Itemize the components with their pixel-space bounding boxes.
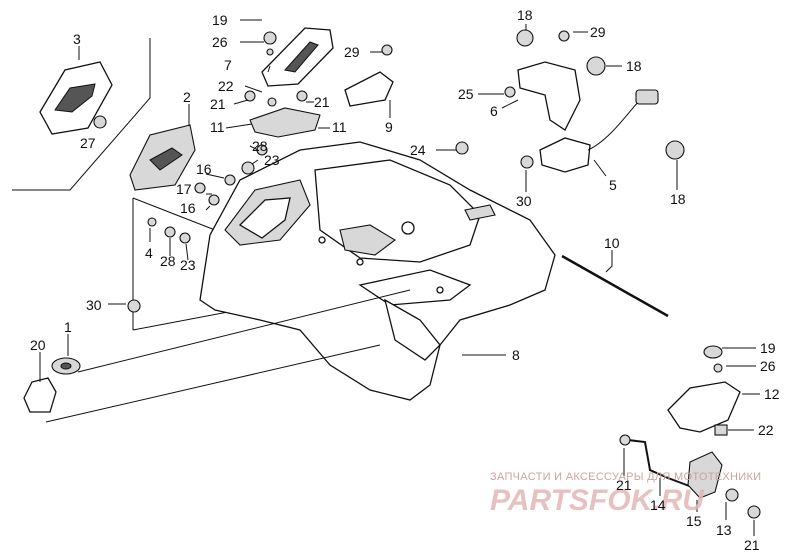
callout-16a: 16	[196, 161, 212, 177]
callout-10: 10	[604, 235, 620, 251]
callout-3: 3	[73, 31, 81, 47]
pads-part-11	[249, 107, 321, 138]
watermark-site: PARTSFOK.RU	[490, 484, 705, 517]
callout-13: 13	[716, 522, 732, 538]
damper-part-1	[51, 357, 81, 375]
callout-7: 7	[224, 57, 232, 73]
callout-30b: 30	[516, 193, 532, 209]
callout-21b: 21	[314, 94, 330, 110]
callout-23b: 23	[180, 257, 196, 273]
leader-lines	[39, 19, 760, 536]
callout-30a: 30	[86, 297, 102, 313]
callout-19a: 19	[212, 12, 228, 28]
callout-25: 25	[458, 86, 474, 102]
callout-23a: 23	[264, 152, 280, 168]
callout-11b: 11	[332, 119, 347, 135]
lever-part-14	[627, 439, 701, 491]
callout-9: 9	[385, 119, 393, 135]
callout-29a: 29	[344, 44, 360, 60]
callout-29b: 29	[590, 24, 606, 40]
callout-4: 4	[145, 245, 153, 261]
callout-28a: 28	[252, 138, 268, 154]
callout-28b: 28	[160, 253, 176, 269]
bolts	[127, 30, 570, 313]
grommet-part-15	[687, 451, 723, 499]
nut-part-27	[93, 115, 107, 129]
callout-20: 20	[30, 337, 46, 353]
cover-part-12	[667, 381, 741, 433]
callout-17: 17	[176, 181, 192, 197]
callout-22b: 22	[758, 422, 774, 438]
callout-16b: 16	[180, 200, 196, 216]
callout-21a: 21	[210, 96, 226, 112]
callout-2: 2	[183, 89, 191, 105]
sensor-part-5	[539, 89, 659, 173]
callout-27: 27	[80, 135, 96, 151]
callout-8: 8	[512, 347, 520, 363]
shift-cover-part-3	[39, 61, 113, 135]
watermark: ЗАПЧАСТИ И АКСЕССУАРЫ ДЛЯ МОТОТЕХНИКИ PA…	[490, 471, 761, 517]
callout-labels: 3 27 2 19 26 7 22 21 21 11 11 28 23 16 1…	[30, 7, 780, 553]
callout-21d: 21	[744, 537, 760, 553]
panel-part-2	[129, 124, 196, 191]
callout-14: 14	[650, 497, 666, 513]
callout-18b: 18	[626, 58, 642, 74]
callout-24: 24	[410, 142, 426, 158]
callout-15: 15	[686, 513, 702, 529]
callout-1: 1	[64, 319, 72, 335]
callout-6: 6	[490, 103, 498, 119]
nut-part-22	[714, 424, 728, 436]
watermark-tagline: ЗАПЧАСТИ И АКСЕССУАРЫ ДЛЯ МОТОТЕХНИКИ	[490, 471, 761, 483]
callout-19b: 19	[760, 340, 776, 356]
cover-part-9	[344, 71, 394, 107]
callout-18c: 18	[670, 191, 686, 207]
callout-5: 5	[609, 177, 617, 193]
mount-part-20	[23, 377, 57, 413]
bracket-part-6	[517, 61, 581, 131]
callout-26a: 26	[212, 34, 228, 50]
callout-26b: 26	[760, 358, 776, 374]
callout-12: 12	[764, 386, 780, 402]
rear-fender-part-8	[199, 141, 556, 401]
callout-21c: 21	[616, 477, 632, 493]
callout-18a: 18	[517, 7, 533, 23]
callout-22a: 22	[218, 78, 234, 94]
cap-part-19	[703, 345, 723, 373]
gate-part-7	[261, 27, 334, 87]
grommet-part-18	[516, 29, 685, 160]
rod-part-10	[561, 254, 669, 318]
clips-13-21	[619, 434, 761, 519]
callout-11a: 11	[210, 119, 225, 135]
